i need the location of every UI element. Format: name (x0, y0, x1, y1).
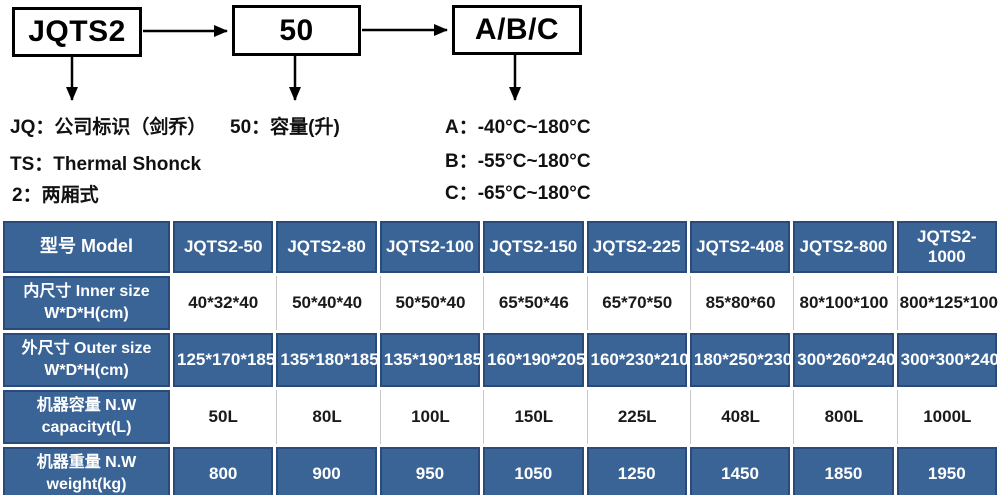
spec-value-cell: 300*300*240 (896, 333, 999, 387)
spec-value-cell: 900 (276, 447, 377, 495)
table-row-weight: 机器重量 N.W weight(kg) 800 900 950 1050 125… (3, 447, 997, 495)
row-label-inner-size: 内尺寸 Inner size W*D*H(cm) (3, 276, 170, 330)
spec-value-cell: 180*250*230 (689, 333, 792, 387)
note-ts-meaning: TS：Thermal Shonck (10, 154, 202, 175)
spec-value-cell: 65*50*46 (483, 276, 584, 330)
spec-value-cell: 150L (483, 390, 584, 444)
spec-value-cell: 50*50*40 (379, 276, 481, 330)
model-box-capacity: 50 (232, 5, 361, 56)
model-box-temp-grade: A/B/C (452, 5, 582, 55)
note-grade-c: C：-65°C~180°C (445, 183, 591, 204)
table-row-inner-size: 内尺寸 Inner size W*D*H(cm) 40*32*40 50*40*… (3, 276, 998, 330)
row-label-zh: 机器容量 N.W (36, 396, 137, 414)
row-label-en: W*D*H(cm) (44, 362, 129, 379)
note-50-meaning: 50：容量(升) (230, 117, 340, 138)
diagram-arrows (66, 24, 521, 101)
spec-value-cell: 135*190*185 (379, 333, 482, 387)
spec-value-cell: 40*32*40 (173, 276, 274, 330)
spec-value-cell: 1000L (896, 390, 997, 444)
spec-value-cell: 1450 (689, 447, 791, 495)
model-header-cell: JQTS2-800 (793, 221, 894, 273)
model-code-diagram: JQTS2 50 A/B/C JQ：公司标识（剑乔） TS：Thermal Sh… (0, 0, 1000, 218)
spec-value-cell: 800L (793, 390, 894, 444)
table-header-row: 型号 Model JQTS2-50 JQTS2-80 JQTS2-100 JQT… (3, 221, 997, 273)
row-label-zh: 内尺寸 Inner size (23, 282, 150, 300)
model-header-cell: JQTS2-408 (689, 221, 791, 273)
row-label-en: capacityt(L) (41, 419, 132, 436)
spec-value-cell: 85*80*60 (689, 276, 791, 330)
model-header-cell: JQTS2-1000 (896, 221, 997, 273)
model-box-jqts2: JQTS2 (12, 7, 142, 57)
spec-value-cell: 408L (689, 390, 791, 444)
spec-value-cell: 1950 (896, 447, 997, 495)
row-label-model: 型号 Model (3, 221, 170, 273)
row-label-capacity: 机器容量 N.W capacityt(L) (3, 390, 170, 444)
spec-value-cell: 160*190*205 (483, 333, 585, 387)
row-label-zh: 外尺寸 Outer size (21, 339, 152, 357)
spec-value-cell: 125*170*185 (173, 333, 275, 387)
model-header-cell: JQTS2-100 (379, 221, 481, 273)
note-grade-b: B：-55°C~180°C (445, 151, 591, 172)
spec-table: 型号 Model JQTS2-50 JQTS2-80 JQTS2-100 JQT… (0, 218, 1000, 495)
spec-value-cell: 80*100*100 (793, 276, 894, 330)
spec-value-cell: 65*70*50 (586, 276, 687, 330)
note-jq-meaning: JQ：公司标识（剑乔） (10, 117, 207, 138)
row-label-weight: 机器重量 N.W weight(kg) (3, 447, 170, 495)
spec-value-cell: 80L (276, 390, 377, 444)
spec-table-section: 型号 Model JQTS2-50 JQTS2-80 JQTS2-100 JQT… (0, 218, 1000, 495)
spec-value-cell: 1250 (586, 447, 687, 495)
row-label-en: W*D*H(cm) (44, 305, 129, 322)
model-header-cell: JQTS2-80 (276, 221, 377, 273)
spec-value-cell: 1050 (483, 447, 584, 495)
spec-value-cell: 135*180*185 (276, 333, 379, 387)
model-header-cell: JQTS2-150 (483, 221, 584, 273)
spec-value-cell: 300*260*240 (793, 333, 896, 387)
model-header-cell: JQTS2-50 (173, 221, 274, 273)
spec-value-cell: 50L (173, 390, 274, 444)
note-2-meaning: 2：两厢式 (12, 185, 99, 206)
spec-value-cell: 1850 (793, 447, 894, 495)
row-label-en: weight(kg) (46, 476, 127, 493)
row-label-zh: 机器重量 N.W (36, 453, 137, 471)
row-label-outer-size: 外尺寸 Outer size W*D*H(cm) (3, 333, 170, 387)
spec-value-cell: 225L (586, 390, 687, 444)
spec-value-cell: 160*230*210 (586, 333, 689, 387)
spec-value-cell: 50*40*40 (276, 276, 377, 330)
spec-value-cell: 950 (379, 447, 481, 495)
table-row-outer-size: 外尺寸 Outer size W*D*H(cm) 125*170*185 135… (3, 333, 999, 387)
spec-value-cell: 800*125*100 (896, 276, 998, 330)
model-header-cell: JQTS2-225 (586, 221, 687, 273)
table-row-capacity: 机器容量 N.W capacityt(L) 50L 80L 100L 150L … (3, 390, 997, 444)
spec-value-cell: 100L (379, 390, 481, 444)
note-grade-a: A：-40°C~180°C (445, 117, 591, 138)
spec-value-cell: 800 (173, 447, 274, 495)
